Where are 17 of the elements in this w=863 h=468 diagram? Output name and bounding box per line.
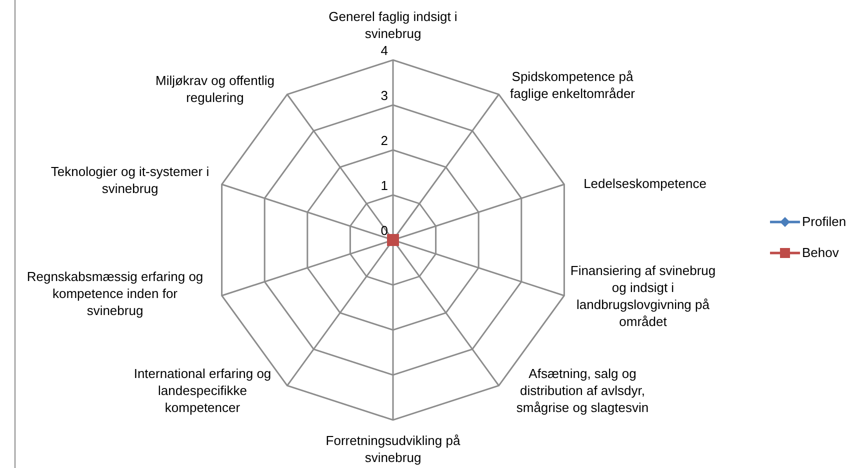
tick-label: 4 (380, 42, 388, 59)
axis-label: Generel faglig indsigt i svinebrug (328, 8, 458, 42)
legend-label: Profilen (802, 214, 846, 230)
tick-label: 3 (380, 87, 388, 104)
axis-label: Finansiering af svinebrug og indsigt i landbrugslovgivning på området (569, 262, 717, 330)
axis-label: Miljøkrav og offentlig regulering (154, 72, 276, 106)
axis-label: Afsætning, salg og distribution af avlsdyr, smågrise og slagtesvin (515, 365, 650, 416)
legend-label: Behov (802, 245, 839, 261)
axis-label: Ledelseskompetence (582, 175, 708, 192)
tick-label: 1 (380, 177, 388, 194)
axis-label: Teknologier og it-systemer i svinebrug (50, 163, 210, 197)
tick-label: 2 (380, 132, 388, 149)
axis-label: Forretningsudvikling på svinebrug (324, 432, 462, 466)
axis-label: Regnskabsmæssig erfaring og kompetence inden for svinebrug (26, 268, 204, 319)
axis-label: Spidskompetence på faglige enkeltområder (508, 68, 636, 102)
axis-label: International erfaring og landespecifikke kompetencer (132, 365, 272, 416)
tick-label: 0 (380, 222, 388, 239)
